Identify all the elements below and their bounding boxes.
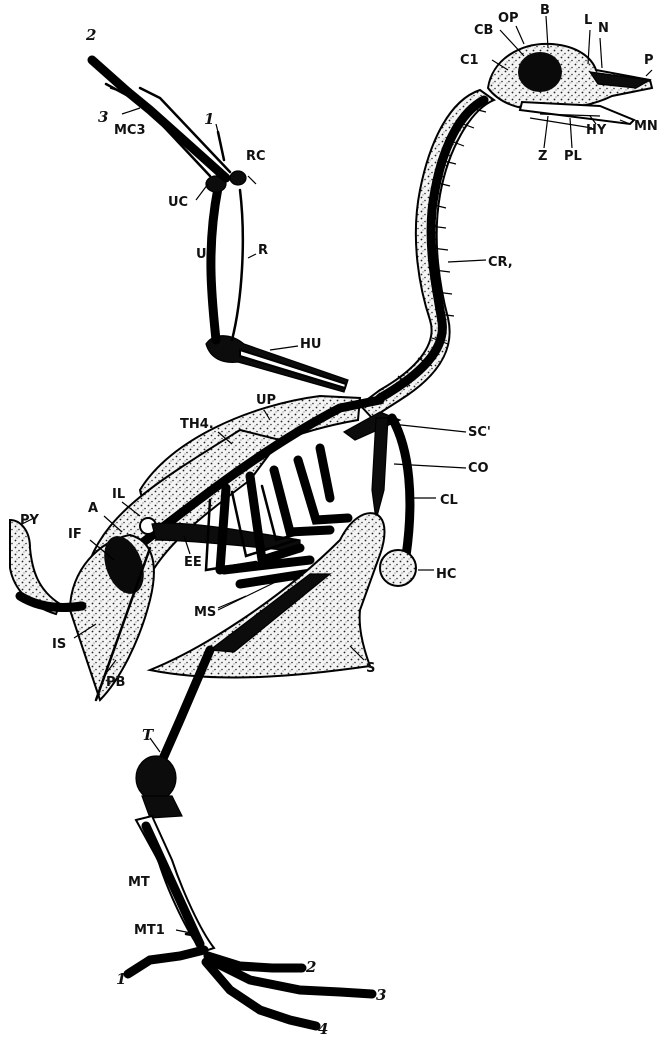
label-ms: MS [194,605,216,620]
label-up: UP [256,393,276,408]
label-n: N [598,21,609,36]
label-mn: MN [634,119,658,134]
label-pl: PL [564,149,582,164]
label-b: B [540,3,550,18]
sc-leader [392,424,466,432]
tibiotarsus-joint [142,796,182,818]
label-if: IF [68,527,82,542]
coracoid [372,418,388,520]
label-ee: EE [184,555,202,570]
label-hu: HU [300,337,321,352]
label-co: CO [468,461,489,476]
leader-lines [22,16,652,934]
ulna [211,188,218,340]
lower-jaw [520,102,634,124]
label-cb: CB [474,23,493,38]
label-op: OP [498,11,519,26]
label-r: R [258,243,268,258]
radius [232,190,243,340]
label-wing-digit-1: 1 [204,110,214,128]
neck-vertebrae [360,90,494,418]
knee [136,756,176,800]
label-toe-4: 4 [318,1020,328,1038]
label-p: P [644,53,654,68]
metacarpal-3 [140,88,230,172]
label-a: A [88,501,98,516]
label-uc: UC [168,195,188,210]
label-mc3: MC3 [114,123,146,138]
label-py: PY [20,513,40,528]
label-t: T [142,726,155,744]
label-hy: HY [586,123,607,138]
label-rc: RC [246,149,266,164]
label-pb: PB [106,675,125,690]
label-mt1: MT1 [134,923,165,938]
label-th4: TH4. [180,417,214,432]
label-hc: HC [436,567,456,582]
radiale-carpal [230,171,246,185]
leg [128,650,372,1026]
label-toe-1: 1 [116,970,126,988]
label-sc: SC' [468,425,491,440]
label-wing-digit-2: 2 [85,26,96,44]
hypocleidium [380,550,416,586]
label-s: S [366,661,375,676]
label-toe-3: 3 [376,986,386,1004]
label-mt: MT [128,875,150,890]
toe-1 [128,950,204,974]
label-c1: C1 [460,53,479,68]
label-l: L [584,13,592,28]
label-il: IL [112,487,125,502]
skull [488,44,652,128]
label-u: U [196,247,207,262]
label-cr: CR, [488,255,513,270]
label-is: IS [52,637,66,652]
label-wing-digit-3: 3 [98,108,108,126]
hyoid [530,118,592,128]
label-z: Z [538,149,547,164]
clavicle [392,418,410,556]
label-cl: CL [440,493,458,508]
digit-1 [218,132,224,160]
orbit [518,52,562,92]
label-toe-2: 2 [305,958,316,976]
